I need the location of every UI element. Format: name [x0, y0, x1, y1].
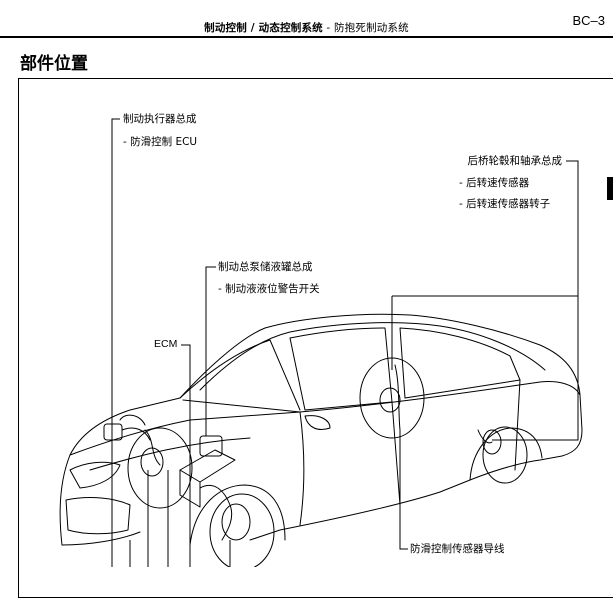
car-side-mirror	[304, 415, 331, 430]
sensor-wire-harness-rear-right	[477, 429, 493, 444]
callout-ecm: ECM	[154, 338, 178, 350]
rear-left-hub	[379, 387, 401, 413]
car-body-outline	[59, 313, 583, 546]
car-windshield	[179, 339, 301, 411]
header-divider	[0, 36, 613, 38]
callout-master-cylinder-reservoir: 制动总泵储液罐总成	[218, 261, 313, 273]
car-door-line-front	[391, 401, 401, 506]
leader-rear-hub	[492, 160, 579, 441]
front-wheel-arch	[189, 484, 286, 546]
ecm-module	[179, 449, 236, 483]
car-hood	[69, 411, 301, 456]
sensor-wire-harness-rear	[394, 364, 401, 431]
header-title-sub: 防抱死制动系统	[333, 22, 409, 34]
section-title: 部件位置	[20, 54, 88, 74]
front-right-brake-disc	[221, 503, 251, 541]
sensor-wire-harness-front	[199, 484, 233, 541]
callout-fluid-level-switch: - 制动液液位警告开关	[218, 283, 320, 295]
header-title: 制动控制 / 动态控制系统 - 防抱死制动系统	[0, 20, 613, 35]
brake-actuator-lines	[119, 414, 151, 441]
callout-rear-axle-hub: 后桥轮毂和轴承总成	[467, 155, 563, 167]
car-door-seam	[299, 411, 305, 526]
callout-rear-speed-sensor-rotor: - 后转速传感器转子	[459, 198, 551, 210]
master-cylinder-reservoir	[199, 435, 223, 457]
car-hood-crease	[89, 437, 251, 471]
rear-right-hub	[482, 429, 502, 455]
header-title-main: 制动控制 / 动态控制系统	[204, 22, 323, 34]
page-tab-marker	[607, 177, 613, 200]
front-left-hub	[140, 447, 164, 477]
front-right-wheel	[209, 493, 275, 567]
car-headlight	[69, 461, 121, 489]
rear-right-wheel	[482, 426, 528, 484]
leader-actuator	[111, 118, 120, 567]
brake-actuator-assembly	[103, 423, 123, 441]
car-belt-line	[299, 381, 581, 413]
header-separator: -	[326, 22, 331, 34]
leader-wire-harness	[399, 430, 408, 550]
callout-skid-control-ecu: - 防滑控制 ECU	[123, 136, 198, 148]
car-side-window-rear	[399, 327, 521, 399]
callout-brake-actuator: 制动执行器总成	[123, 113, 197, 125]
callout-skid-control-sensor-wire: 防滑控制传感器导线	[410, 543, 505, 555]
car-windshield-lower	[182, 399, 301, 413]
car-front-bumper	[61, 531, 141, 546]
page-code: BC–3	[572, 13, 605, 28]
car-grille	[65, 497, 131, 535]
car-door-line-rear	[514, 379, 521, 471]
front-left-wheel	[127, 427, 193, 509]
car-roof-line	[199, 322, 546, 391]
leader-master-cylinder	[205, 266, 216, 436]
callout-rear-speed-sensor: - 后转速传感器	[459, 177, 530, 189]
car-side-window-front	[289, 327, 393, 411]
component-location-illustration	[59, 118, 583, 567]
leader-ecm	[181, 344, 191, 567]
sensor-wire-harness-front-left	[144, 429, 161, 466]
